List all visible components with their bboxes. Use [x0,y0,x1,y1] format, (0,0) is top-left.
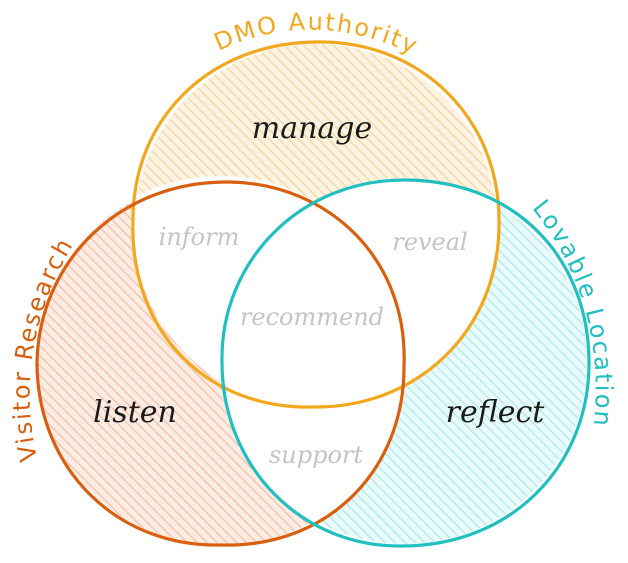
overlap-label-inform: inform [159,223,240,251]
overlap-label-recommend: recommend [240,303,384,331]
top-set-label: manage [252,111,373,146]
right-set-outline [220,178,591,548]
left-set-outline [35,180,406,547]
top-set-outline [131,40,501,409]
overlap-label-reveal: reveal [392,228,467,256]
overlap-label-support: support [269,441,363,469]
right-set-label: reflect [446,395,546,430]
left-set-label: listen [93,395,177,430]
